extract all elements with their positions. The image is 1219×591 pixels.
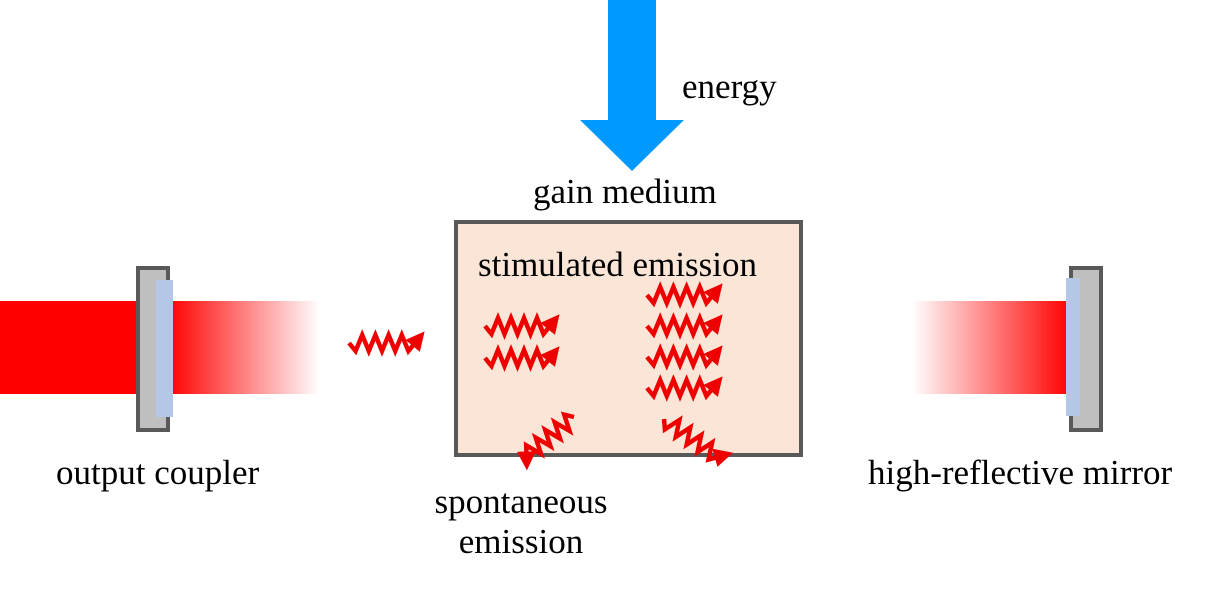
high-reflective-mirror — [1066, 266, 1103, 432]
gain-medium-label: gain medium — [533, 172, 717, 211]
spontaneous-photon-1 — [516, 411, 575, 471]
stimulated-photon-4 — [645, 312, 723, 340]
incoming-photon — [347, 329, 425, 357]
hr-mirror-coating — [1066, 278, 1080, 416]
energy-arrow — [580, 0, 684, 171]
spontaneous-emission-label: spontaneous emission — [434, 482, 608, 562]
output-beam-fade — [168, 301, 320, 394]
energy-label: energy — [682, 67, 777, 106]
stimulated-photon-3 — [645, 281, 723, 309]
stimulated-photon-5 — [645, 343, 723, 371]
spontaneous-photon-2 — [661, 415, 734, 467]
stimulated-photon-1 — [483, 312, 560, 340]
photons-group — [347, 281, 734, 471]
gain-medium-box — [454, 220, 803, 457]
output-beam — [0, 301, 140, 394]
hr-mirror-label: high-reflective mirror — [868, 453, 1173, 492]
output-coupler — [136, 266, 173, 432]
stimulated-photon-6 — [645, 374, 723, 402]
cavity-beam-right — [912, 301, 1070, 394]
stimulated-emission-label: stimulated emission — [478, 245, 758, 284]
output-coupler-coating — [156, 280, 173, 417]
output-coupler-label: output coupler — [56, 453, 260, 492]
stimulated-photon-2 — [483, 344, 560, 372]
